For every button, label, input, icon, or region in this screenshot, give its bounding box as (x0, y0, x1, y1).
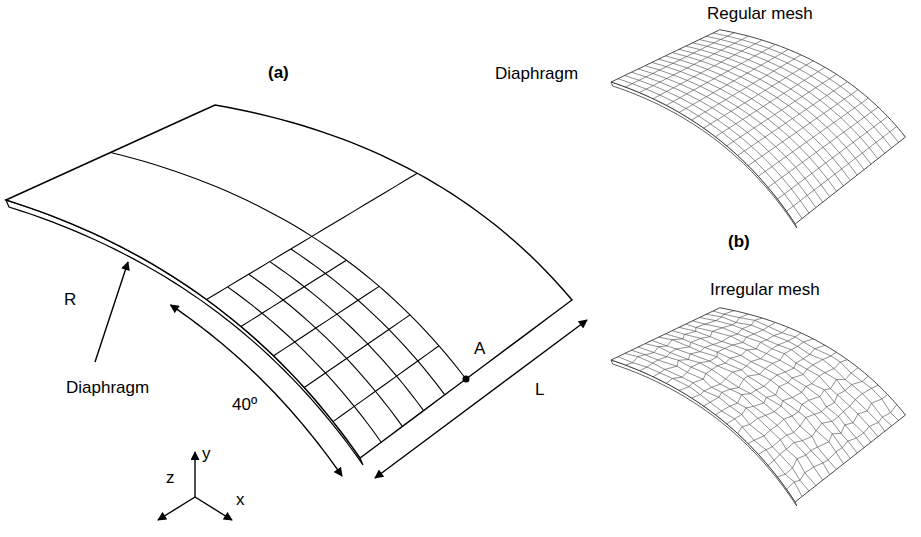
mesh-line (706, 36, 891, 148)
mesh-line (758, 376, 868, 454)
mesh-line (111, 153, 467, 380)
roof-shell (6, 105, 572, 465)
shell-outline (611, 308, 905, 502)
mesh-line (270, 262, 424, 411)
mesh-line (699, 318, 884, 432)
mesh-line (618, 357, 802, 497)
mesh-line (686, 324, 871, 442)
mesh-line (304, 315, 410, 388)
mesh-line (645, 344, 830, 475)
shell-outline (6, 105, 572, 458)
mesh-line (672, 331, 857, 453)
radius-arrow (95, 262, 128, 362)
mesh-line (625, 75, 809, 213)
mesh-line (274, 286, 380, 355)
mesh-line (704, 339, 813, 406)
mesh-line (713, 311, 899, 420)
mesh-line (686, 46, 871, 164)
mesh-line (748, 90, 858, 166)
axis-label: y (202, 444, 211, 464)
mesh-line (768, 385, 878, 465)
mesh-line (706, 314, 891, 426)
length-arrow (375, 320, 587, 478)
mesh-line (672, 53, 857, 175)
mesh-line (639, 314, 748, 371)
mesh-line (228, 287, 382, 442)
point-label: A (472, 339, 487, 359)
shell-outline (611, 30, 905, 224)
mesh-line (679, 49, 864, 169)
mesh-line (665, 334, 850, 459)
mesh-line (659, 59, 844, 186)
angle-arrow (171, 305, 342, 476)
mesh-line (787, 405, 897, 490)
panel-label: (a) (268, 63, 289, 83)
mesh-line (645, 66, 830, 197)
part-label: Diaphragm (66, 378, 149, 398)
panel-label: (b) (728, 232, 750, 252)
axis-arrow (194, 452, 195, 497)
mesh-line (679, 327, 864, 447)
mesh-line (631, 72, 815, 207)
mesh-line (692, 333, 801, 398)
mesh-line (738, 82, 848, 156)
mesh-line (738, 360, 848, 434)
mesh-line (693, 321, 878, 437)
mesh-line (768, 107, 878, 187)
mesh-line (659, 337, 844, 464)
mesh-line (758, 98, 868, 176)
part-label: Diaphragm (495, 64, 578, 84)
mesh-line (625, 353, 809, 491)
mesh-line (291, 249, 445, 395)
mesh-line (699, 40, 884, 154)
dimension-label: L (535, 380, 544, 400)
figure-title: Irregular mesh (710, 280, 820, 300)
mesh-line (618, 79, 802, 219)
mesh-line (638, 69, 822, 202)
axis-label: z (166, 468, 175, 488)
axis-label: x (236, 490, 245, 510)
mesh-line (207, 173, 418, 299)
mesh-line (249, 274, 403, 426)
point-marker (463, 376, 470, 383)
axis-arrow (195, 497, 232, 520)
mesh-line (727, 352, 837, 424)
mesh-line (787, 127, 897, 212)
mesh-line (653, 318, 762, 377)
irregular-mesh-figure (611, 308, 905, 506)
mesh-line (778, 117, 888, 200)
axis-arrow (158, 497, 195, 520)
mesh-line (778, 395, 888, 478)
figure-title: Regular mesh (707, 4, 813, 24)
dimension-label: R (64, 290, 76, 310)
mesh-line (713, 33, 899, 142)
mesh-line (638, 347, 822, 480)
dimension-label: 40º (232, 395, 257, 415)
mesh-line (652, 340, 837, 469)
mesh-line (652, 62, 837, 191)
mesh-line (241, 260, 347, 326)
regular-mesh-figure (611, 30, 905, 228)
mesh-line (693, 43, 878, 159)
dimension-arrows (95, 262, 587, 520)
